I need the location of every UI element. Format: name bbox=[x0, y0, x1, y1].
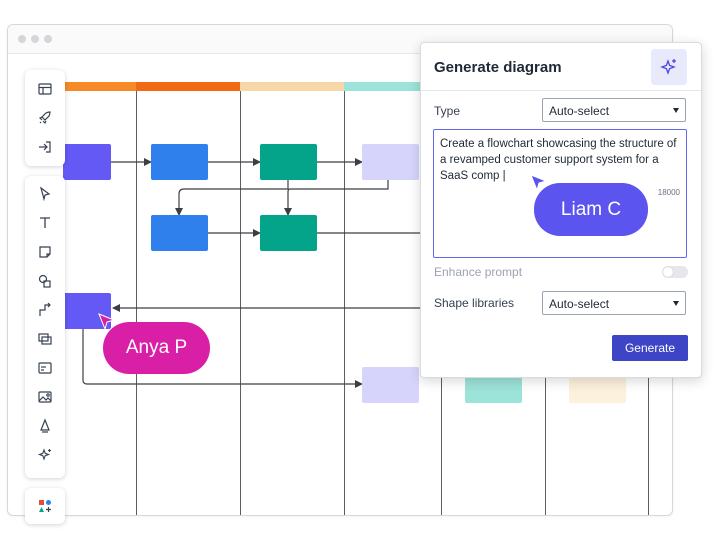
tools-toolbar bbox=[25, 176, 65, 478]
image-icon[interactable] bbox=[25, 384, 65, 410]
enhance-prompt-label: Enhance prompt bbox=[434, 265, 523, 279]
connector-layer bbox=[82, 158, 421, 388]
type-select[interactable]: Auto-select bbox=[542, 98, 686, 122]
ai-sparkle-button[interactable] bbox=[651, 49, 687, 85]
lane-header[interactable] bbox=[63, 82, 136, 91]
cursor-pointer-icon bbox=[98, 313, 116, 331]
process-shape[interactable] bbox=[151, 144, 208, 180]
shapes-icon[interactable] bbox=[25, 268, 65, 294]
generate-button[interactable]: Generate bbox=[612, 335, 688, 361]
prompt-textarea[interactable]: Create a flowchart showcasing the struct… bbox=[433, 129, 687, 258]
shape-libraries-value: Auto-select bbox=[549, 297, 610, 311]
layout-icon[interactable] bbox=[25, 76, 65, 102]
lane-header[interactable] bbox=[240, 82, 344, 91]
process-shape[interactable] bbox=[63, 144, 111, 180]
sparkle-icon bbox=[660, 59, 676, 75]
card-icon[interactable] bbox=[25, 355, 65, 381]
chevron-down-icon bbox=[673, 301, 679, 306]
cursor-pointer-icon bbox=[530, 174, 548, 192]
connector-icon[interactable] bbox=[25, 297, 65, 323]
type-select-value: Auto-select bbox=[549, 104, 610, 118]
process-shape[interactable] bbox=[260, 144, 317, 180]
shape-libraries-label: Shape libraries bbox=[434, 296, 515, 310]
shape-library-icon[interactable] bbox=[25, 493, 65, 519]
lane-divider bbox=[240, 91, 241, 515]
pen-icon[interactable] bbox=[25, 413, 65, 439]
sparkle-icon[interactable] bbox=[25, 442, 65, 468]
import-icon[interactable] bbox=[25, 134, 65, 160]
process-shape[interactable] bbox=[362, 367, 419, 403]
type-label: Type bbox=[434, 104, 461, 118]
process-shape[interactable] bbox=[151, 215, 208, 251]
character-count: 18000 bbox=[657, 188, 680, 197]
window-dot[interactable] bbox=[31, 35, 39, 43]
window-dot[interactable] bbox=[44, 35, 52, 43]
shape-library-toolbar bbox=[25, 488, 65, 524]
rocket-icon[interactable] bbox=[25, 105, 65, 131]
collaborator-label: Liam C bbox=[534, 183, 648, 236]
sticky-note-icon[interactable] bbox=[25, 239, 65, 265]
window-dot[interactable] bbox=[18, 35, 26, 43]
enhance-prompt-toggle[interactable] bbox=[662, 266, 688, 278]
process-shape[interactable] bbox=[362, 144, 419, 180]
container-icon[interactable] bbox=[25, 326, 65, 352]
lane-header[interactable] bbox=[136, 82, 240, 91]
collaborator-label: Anya P bbox=[103, 322, 210, 374]
panel-divider bbox=[421, 90, 701, 91]
toggle-knob bbox=[663, 267, 673, 277]
panel-title: Generate diagram bbox=[434, 59, 562, 76]
lane-header[interactable] bbox=[344, 82, 424, 91]
pointer-icon[interactable] bbox=[25, 181, 65, 207]
lane-divider bbox=[136, 91, 137, 515]
shape-libraries-select[interactable]: Auto-select bbox=[542, 291, 686, 315]
process-shape[interactable] bbox=[260, 215, 317, 251]
quick-toolbar bbox=[25, 70, 65, 166]
text-icon[interactable] bbox=[25, 210, 65, 236]
chevron-down-icon bbox=[673, 108, 679, 113]
lane-divider bbox=[344, 91, 345, 515]
prompt-text: Create a flowchart showcasing the struct… bbox=[440, 138, 677, 182]
